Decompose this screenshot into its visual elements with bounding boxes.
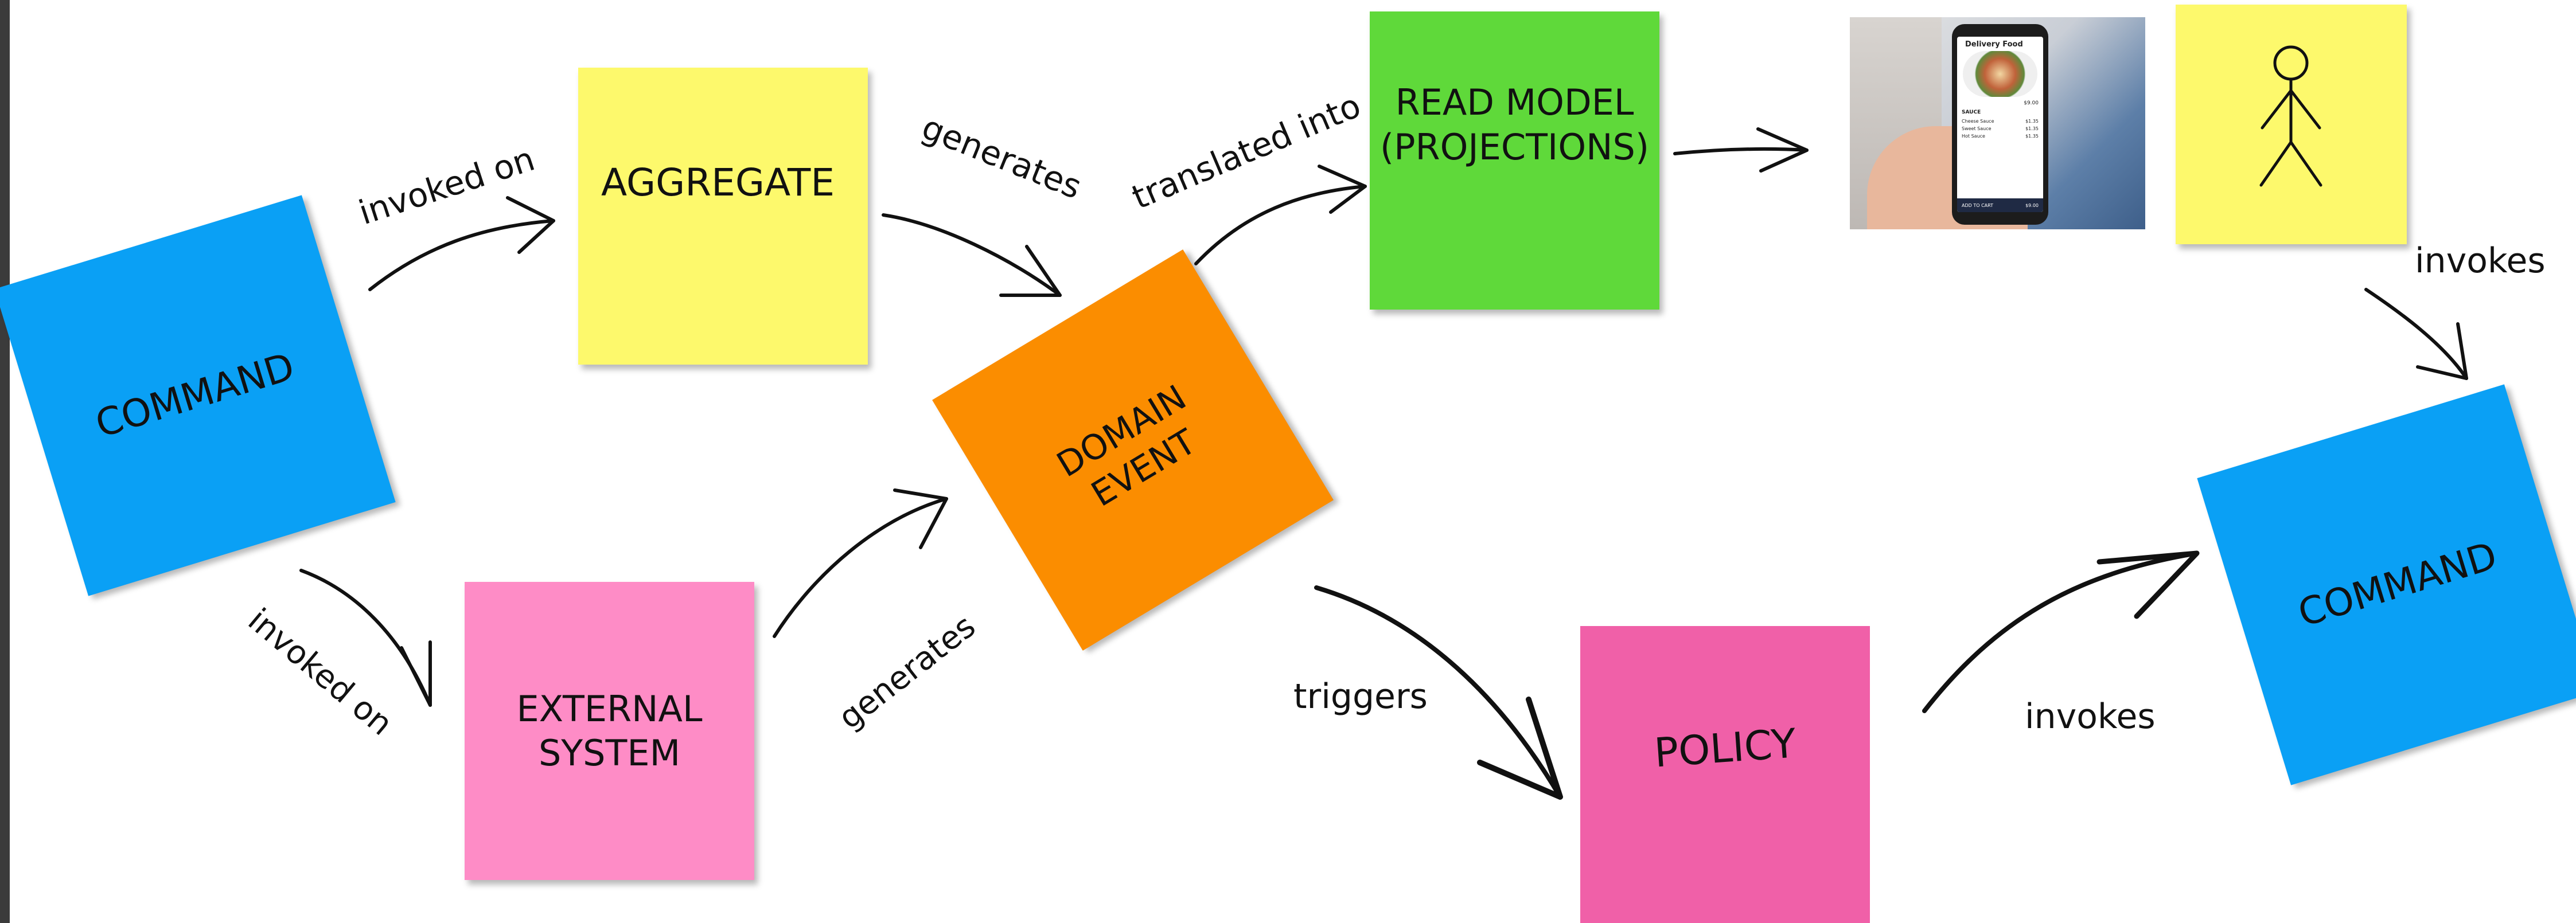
label-invokes-policy: invokes [2025,697,2156,737]
list-item: Cheese Sauce $1.35 [1962,118,2039,125]
external-system-sticky: EXTERNAL SYSTEM [465,582,754,880]
label-invokes-actor: invokes [2415,241,2546,281]
arrow-actor-to-command [2364,288,2468,380]
arrow-command-to-external-system [299,569,432,707]
cart-total: $9.00 [2025,202,2039,208]
aggregate-label: AGGREGATE [601,161,835,205]
read-model-sticky: READ MODEL (PROJECTIONS) [1370,11,1659,310]
item-name: Hot Sauce [1962,134,1985,139]
cart-bar: ADD TO CART $9.00 [1957,198,2043,212]
left-edge-bar [0,0,10,923]
aggregate-sticky: AGGREGATE [578,68,868,365]
phone-title: Delivery Food [1965,40,2023,49]
external-system-line1: EXTERNAL [516,687,703,730]
phone-app-photo: Delivery Food $9.00 SAUCE Cheese Sauce $1… [1850,17,2145,229]
item-price: $1.35 [2025,134,2039,139]
phone-screen: Delivery Food $9.00 SAUCE Cheese Sauce $1… [1957,37,2043,212]
phone-price: $9.00 [2024,100,2039,106]
list-item: Sweet Sauce $1.35 [1962,125,2039,132]
item-price: $1.35 [2025,126,2039,131]
arrow-command-to-aggregate [368,196,555,291]
food-image [1963,51,2037,97]
add-to-cart-button: ADD TO CART [1962,202,1993,208]
arrow-aggregate-to-domain-event [882,213,1062,297]
read-model-line1: READ MODEL [1395,81,1634,123]
phone-item-list: Cheese Sauce $1.35 Sweet Sauce $1.35 Hot S… [1957,118,2043,140]
item-name: Cheese Sauce [1962,119,1994,124]
read-model-line2: (PROJECTIONS) [1379,126,1650,168]
phone-frame: Delivery Food $9.00 SAUCE Cheese Sauce $1… [1952,24,2048,225]
policy-sticky: POLICY [1580,626,1870,923]
phone-section: SAUCE [1962,109,1981,115]
arrow-domain-event-to-read-model [1194,165,1367,265]
item-price: $1.35 [2025,119,2039,124]
arrow-external-system-to-domain-event [773,488,948,638]
stick-figure-icon [2259,45,2322,187]
arrow-read-model-to-view [1673,127,1809,173]
label-triggers: triggers [1293,676,1428,717]
arrow-policy-to-command [1922,550,2200,713]
list-item: Hot Sauce $1.35 [1962,132,2039,140]
item-name: Sweet Sauce [1962,126,1992,131]
actor-sticky [2176,5,2407,244]
arrow-domain-event-to-policy [1314,585,1563,800]
external-system-line2: SYSTEM [538,732,681,774]
